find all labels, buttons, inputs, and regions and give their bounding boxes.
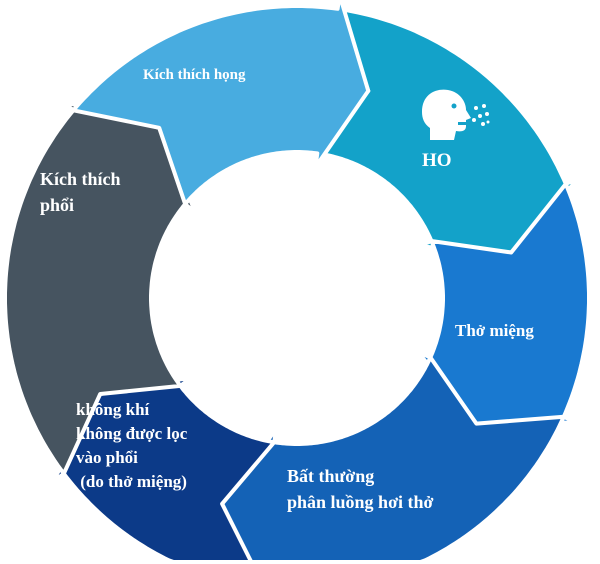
step-label-mouth-breathing: Thở miệng: [455, 321, 534, 340]
step-label-throat-irritation: Kích thích họng: [143, 67, 246, 83]
step-label-lung-irritation: Kích thích phổi: [40, 169, 121, 215]
segment-mouth-breathing: [415, 181, 591, 426]
step-label-cough: HO: [422, 150, 452, 171]
segment-abnormal-airflow: [220, 355, 566, 564]
segment-unfiltered-air: [50, 375, 277, 564]
segment-throat-irritation: [71, 0, 371, 207]
step-label-unfiltered-air: không khí không được lọc vào phổi (do th…: [76, 400, 188, 491]
segment-lung-irritation: [3, 99, 198, 476]
coughing-head-icon: [422, 89, 490, 140]
step-label-abnormal-airflow: Bất thường phân luồng hơi thở: [287, 466, 434, 512]
